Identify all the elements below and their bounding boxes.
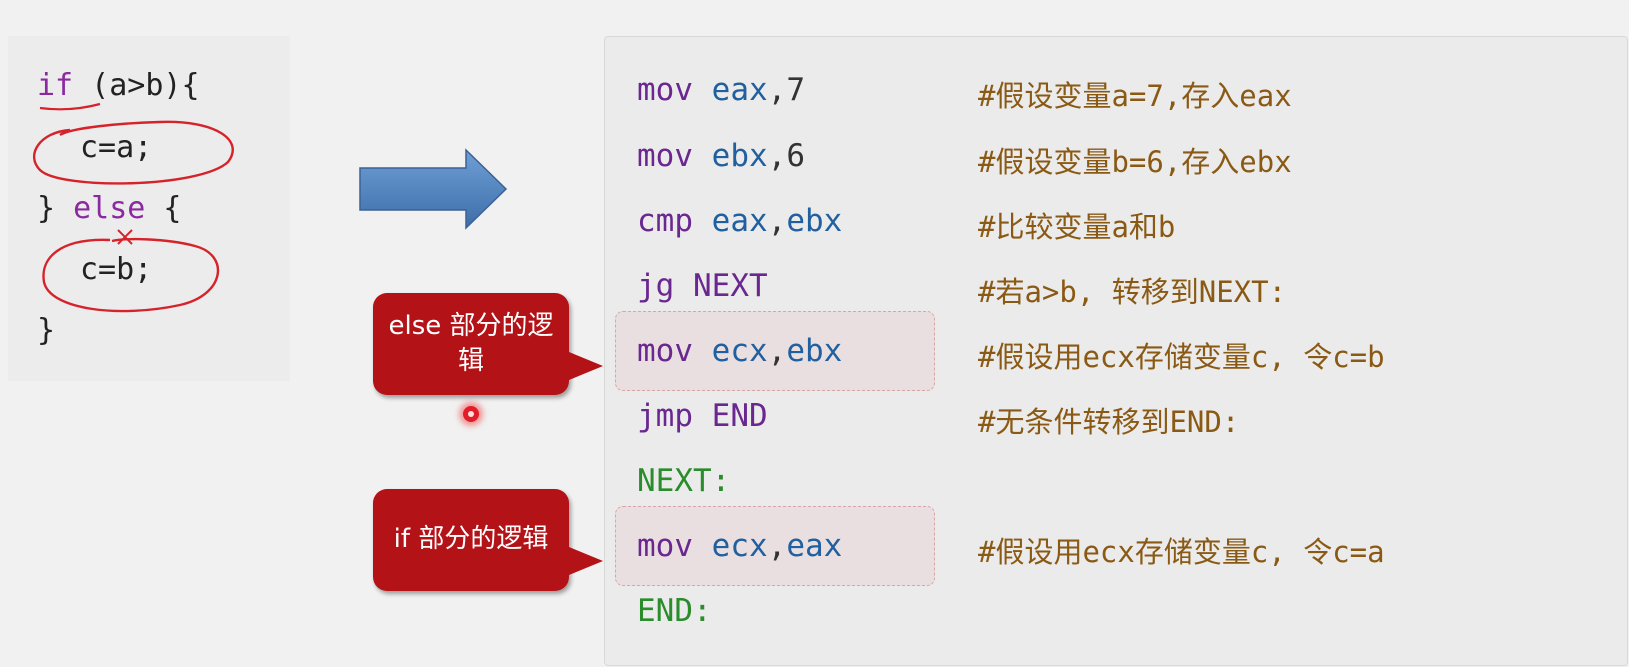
asm-comment-1: #假设变量a=7,存入eax xyxy=(978,79,1292,113)
asm-comment-5: #假设用ecx存储变量c, 令c=b xyxy=(978,340,1385,374)
asm-label-end: END: xyxy=(637,593,712,629)
asm-line-7: mov ecx,eax xyxy=(637,528,843,564)
c-else-statement: c=b; xyxy=(80,252,153,287)
cross-mark-stroke xyxy=(117,229,133,245)
asm-line-3: cmp eax,ebx xyxy=(637,203,843,239)
c-then-statement: c=a; xyxy=(80,130,153,165)
asm-line-4: jg NEXT xyxy=(637,268,768,304)
circle-else-stroke xyxy=(42,237,220,313)
asm-line-6: jmp END xyxy=(637,398,768,434)
asm-line-5: mov ecx,ebx xyxy=(637,333,843,369)
c-code-panel xyxy=(8,36,290,381)
highlight-if-block xyxy=(615,506,935,586)
circle-then-stroke xyxy=(33,120,234,185)
asm-comment-7: #假设用ecx存储变量c, 令c=a xyxy=(978,535,1385,569)
handwritten-annotations xyxy=(33,102,234,313)
right-arrow-icon xyxy=(359,148,508,230)
c-line-if: if (a>b){ xyxy=(37,68,200,103)
else-open-brace: { xyxy=(145,191,182,226)
asm-line-1: mov eax,7 xyxy=(637,72,805,108)
else-callout-tail xyxy=(569,352,603,380)
c-line-else: } else { xyxy=(37,191,182,226)
asm-comment-2: #假设变量b=6,存入ebx xyxy=(978,145,1292,179)
asm-line-2: mov ebx,6 xyxy=(637,138,805,174)
asm-comment-3: #比较变量a和b xyxy=(978,210,1176,244)
else-callout: else 部分的逻辑 xyxy=(373,293,569,395)
if-condition: (a>b){ xyxy=(73,68,200,103)
pointer-dot xyxy=(463,406,479,422)
asm-label-next: NEXT: xyxy=(637,463,731,499)
else-keyword: else xyxy=(73,191,146,226)
if-callout-tail xyxy=(569,547,603,575)
if-callout: if 部分的逻辑 xyxy=(373,489,569,591)
else-close-brace: } xyxy=(37,191,74,226)
underline-if-stroke xyxy=(39,102,101,111)
highlight-else-block xyxy=(615,311,935,391)
if-keyword: if xyxy=(37,68,74,103)
asm-comment-4: #若a>b, 转移到NEXT: xyxy=(978,275,1287,309)
c-close-brace: } xyxy=(37,313,56,348)
asm-comment-6: #无条件转移到END: xyxy=(978,405,1240,439)
